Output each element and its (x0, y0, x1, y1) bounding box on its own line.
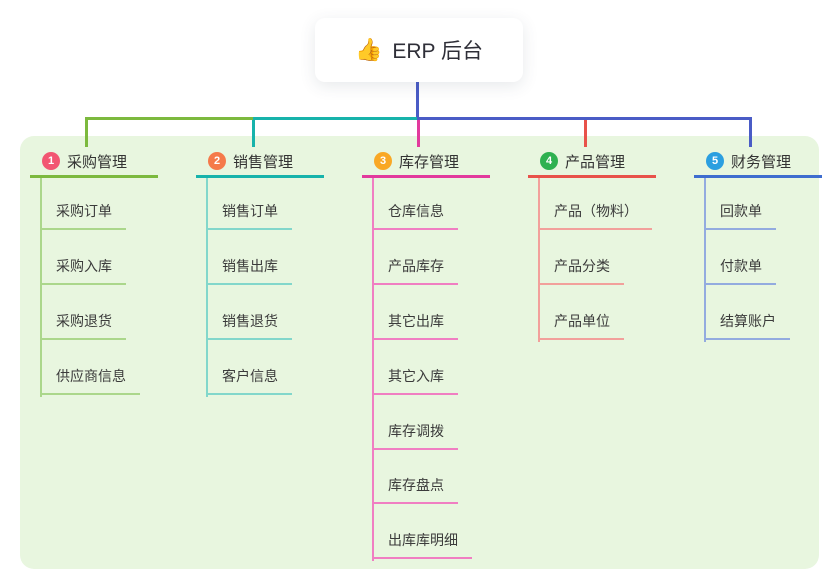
branch-node-purchase[interactable]: 1 采购管理 (30, 147, 158, 178)
branch-number-badge: 2 (208, 152, 226, 170)
thumbs-up-icon: 👍 (354, 37, 383, 62)
child-node[interactable]: 库存盘点 (372, 471, 458, 504)
connector-bus-sales (253, 117, 419, 120)
child-node[interactable]: 其它入库 (372, 362, 458, 395)
branch-number-badge: 1 (42, 152, 60, 170)
connector-bus-purchase (85, 117, 255, 120)
root-node[interactable]: 👍 ERP 后台 (315, 18, 523, 82)
child-node[interactable]: 仓库信息 (372, 197, 458, 230)
branch-node-product[interactable]: 4 产品管理 (528, 147, 656, 178)
child-node[interactable]: 采购订单 (40, 197, 126, 230)
child-node[interactable]: 付款单 (704, 252, 776, 285)
branch-node-sales[interactable]: 2 销售管理 (196, 147, 324, 178)
connector-drop-finance (749, 120, 752, 147)
branch-children-connector (538, 178, 540, 342)
child-node[interactable]: 产品库存 (372, 252, 458, 285)
connector-bus-finance (417, 117, 752, 120)
child-node[interactable]: 产品分类 (538, 252, 624, 285)
child-node[interactable]: 采购退货 (40, 307, 126, 340)
child-node[interactable]: 库存调拨 (372, 417, 458, 450)
connector-drop-product (584, 120, 587, 147)
root-node-label: ERP 后台 (392, 40, 484, 63)
connector-drop-inventory (417, 120, 420, 147)
branch-number-badge: 4 (540, 152, 558, 170)
child-node[interactable]: 其它出库 (372, 307, 458, 340)
branch-node-inventory[interactable]: 3 库存管理 (362, 147, 490, 178)
branch-children-connector (372, 178, 374, 561)
branches-panel (20, 136, 819, 569)
child-node[interactable]: 采购入库 (40, 252, 126, 285)
branch-children-connector (40, 178, 42, 397)
branch-title-label: 采购管理 (67, 153, 128, 171)
child-node[interactable]: 销售出库 (206, 252, 292, 285)
branch-title-label: 库存管理 (399, 153, 460, 171)
branch-title-label: 财务管理 (731, 153, 792, 171)
child-node[interactable]: 产品（物料） (538, 197, 652, 230)
branch-node-finance[interactable]: 5 财务管理 (694, 147, 822, 178)
connector-root-drop (416, 82, 419, 118)
child-node[interactable]: 供应商信息 (40, 362, 140, 395)
child-node[interactable]: 产品单位 (538, 307, 624, 340)
branch-title-label: 销售管理 (233, 153, 294, 171)
branch-children-connector (206, 178, 208, 397)
child-node[interactable]: 客户信息 (206, 362, 292, 395)
child-node[interactable]: 回款单 (704, 197, 776, 230)
branch-children-connector (704, 178, 706, 342)
child-node[interactable]: 销售退货 (206, 307, 292, 340)
child-node[interactable]: 销售订单 (206, 197, 292, 230)
connector-drop-sales (252, 120, 255, 147)
branch-number-badge: 5 (706, 152, 724, 170)
branch-title-label: 产品管理 (565, 153, 626, 171)
branch-number-badge: 3 (374, 152, 392, 170)
child-node[interactable]: 出库库明细 (372, 526, 472, 559)
child-node[interactable]: 结算账户 (704, 307, 790, 340)
connector-drop-purchase (85, 120, 88, 147)
